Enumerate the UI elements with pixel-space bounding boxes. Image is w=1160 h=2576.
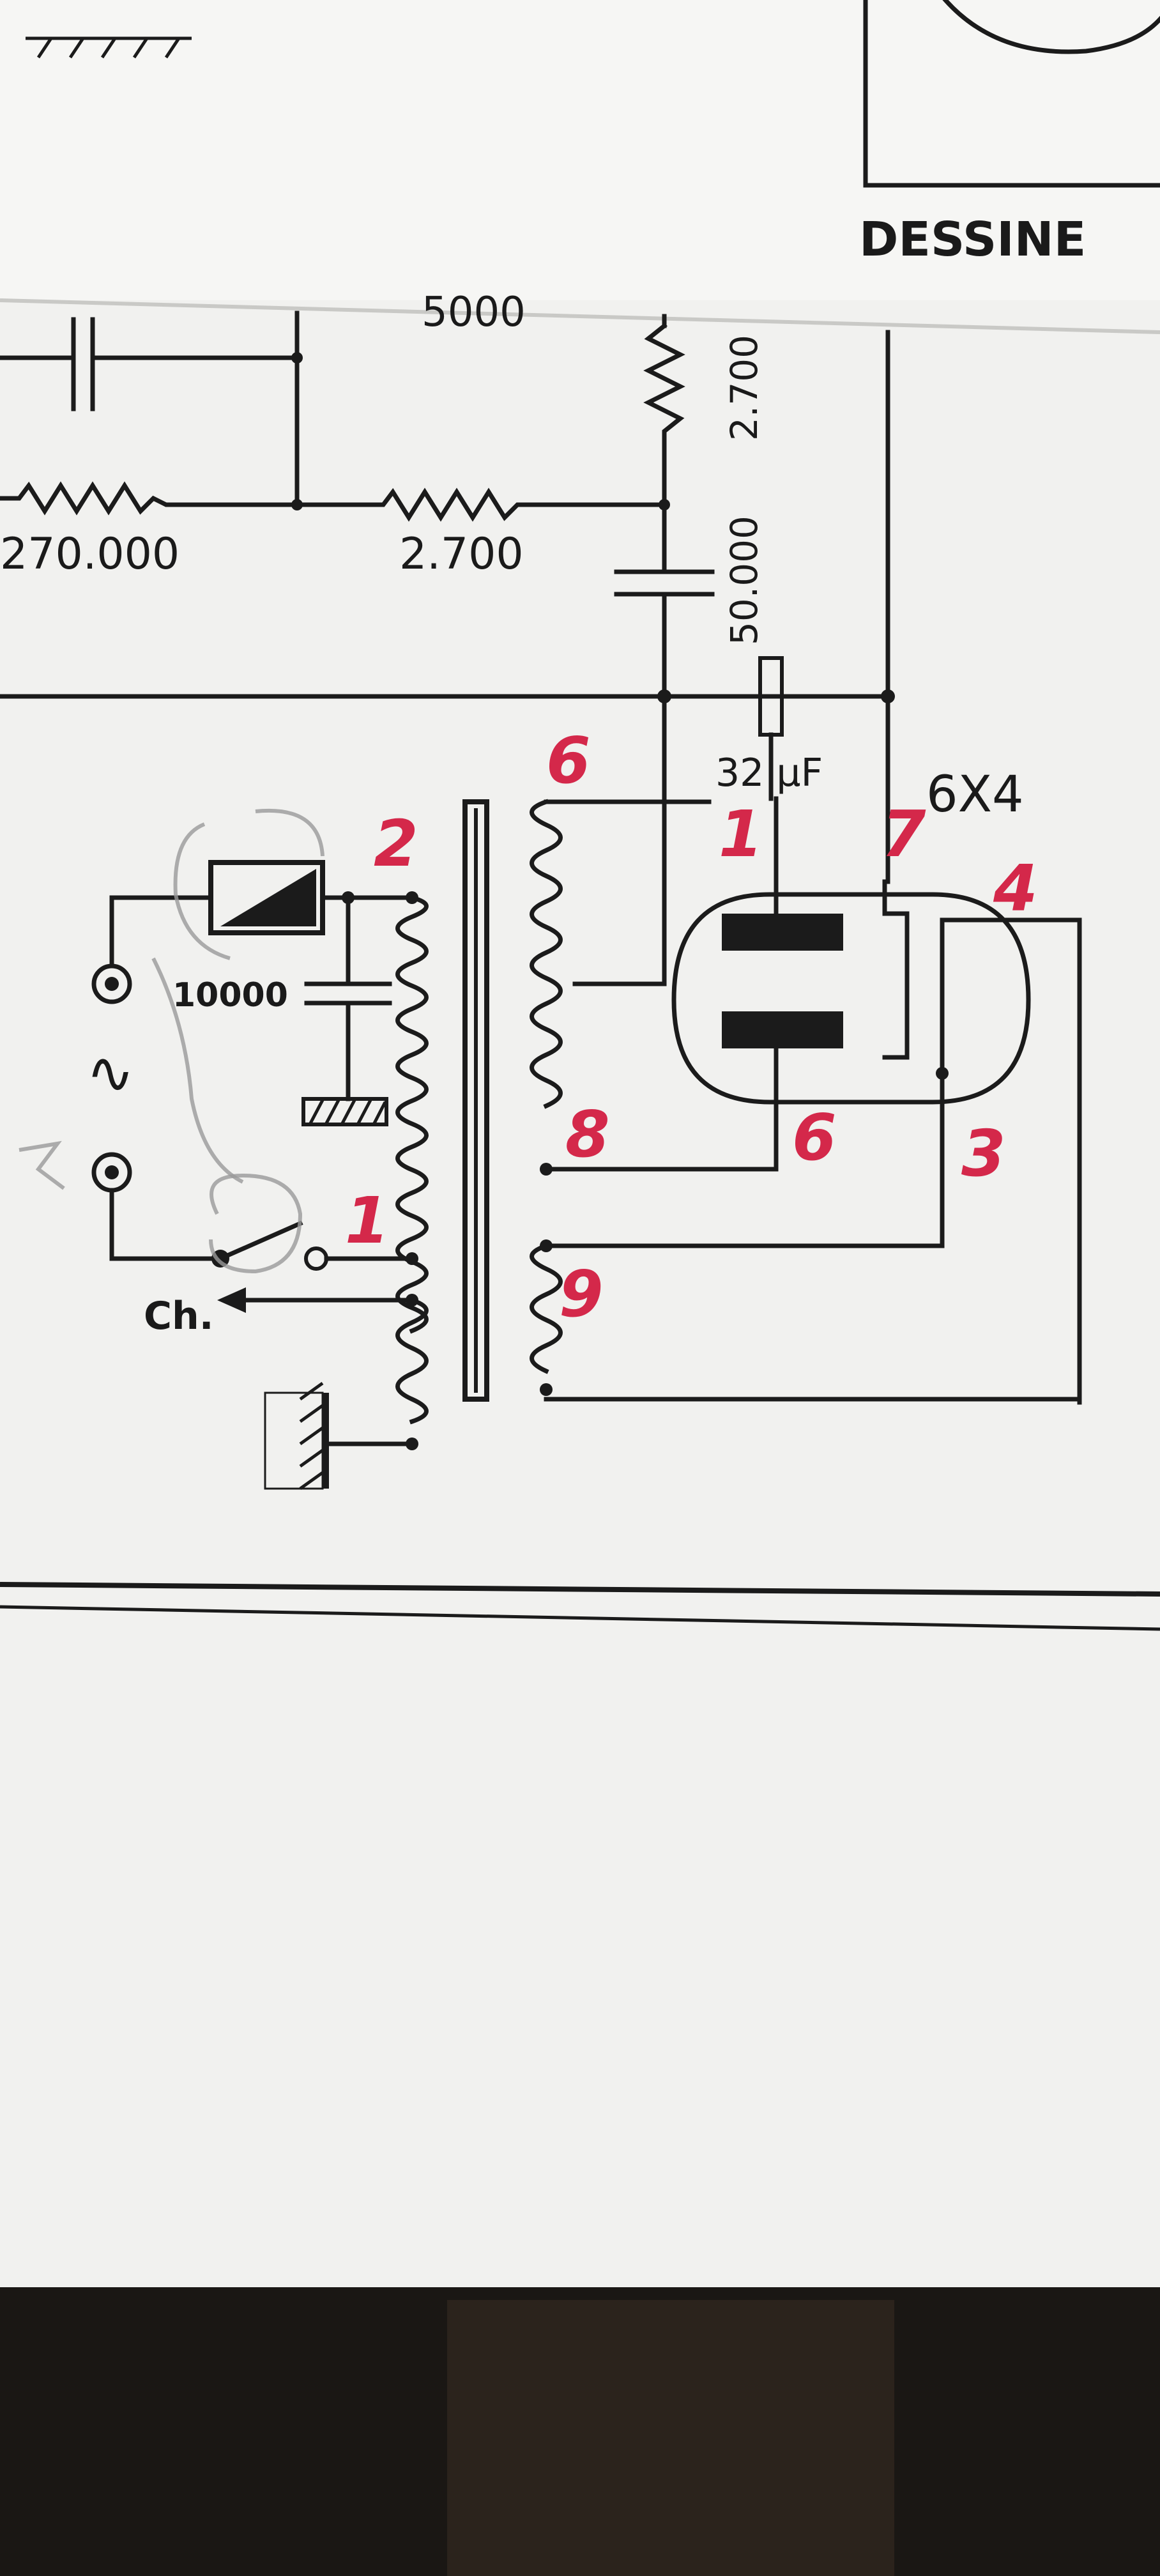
switch-label: Ch. <box>144 1294 214 1338</box>
capacitor-2-label: 10000 <box>172 976 288 1015</box>
resistor-1-label: 270.000 <box>0 529 179 579</box>
tube-6x4: 6X4 <box>671 766 1082 1405</box>
primary-circuit: 10000 ∿ Ch. <box>86 860 415 1491</box>
tube-anode-1 <box>722 914 843 951</box>
pin-label-7: 7 <box>881 797 926 871</box>
capacitor-1-label: 50.000 <box>722 516 766 645</box>
transformer-core <box>462 799 489 1402</box>
ac-symbol: ∿ <box>86 1039 134 1107</box>
circle-fragment <box>942 0 1160 54</box>
frame-bottom <box>0 1582 1160 1631</box>
ground-symbol-1 <box>301 1097 388 1126</box>
paper-background <box>0 0 1160 2287</box>
pin-label-6-hv: 6 <box>546 723 591 798</box>
electrolytic-label: 32 μF <box>715 751 823 795</box>
pencil-marks <box>19 808 324 1274</box>
resistor-1 <box>0 481 300 516</box>
switch-lever <box>217 1220 303 1262</box>
pin-label-8: 8 <box>565 1097 610 1172</box>
resistor-2-label: 2.700 <box>399 529 524 579</box>
top-sheet: DESSINE <box>0 0 1160 334</box>
pin-label-1-anode: 1 <box>719 797 763 871</box>
pin-label-6-anode: 6 <box>792 1100 837 1175</box>
pin-label-2: 2 <box>374 806 418 881</box>
desk-highlight <box>447 2300 894 2576</box>
primary-lower-coil <box>395 1297 429 1425</box>
tube-label: 6X4 <box>926 766 1024 824</box>
sheet-caption: DESSINE <box>859 212 1086 267</box>
ground-symbol-top <box>26 36 192 59</box>
resistor-2 <box>294 487 667 522</box>
pin-label-1-left: 1 <box>345 1183 390 1258</box>
heater-coil <box>530 1243 563 1374</box>
resistor-top-label: 5000 <box>422 289 526 336</box>
tube-anode-2 <box>722 1011 843 1048</box>
resistor-3 <box>643 323 685 507</box>
upper-network: 270.000 2.700 5000 2.700 50.000 32 μF <box>0 289 895 884</box>
tube-cathode <box>882 879 910 1060</box>
handwritten-labels: 2 1 6 8 9 1 6 7 4 3 <box>345 723 1038 1331</box>
ground-symbol-2 <box>264 1381 329 1491</box>
transformer <box>395 694 1082 1450</box>
rectifier-diode-fill <box>220 869 316 926</box>
secondary-hv-coil <box>530 799 563 1109</box>
pin-label-3: 3 <box>961 1116 1006 1191</box>
pin-label-4: 4 <box>993 851 1038 926</box>
tube-envelope <box>671 892 1031 1105</box>
pin-label-9: 9 <box>559 1257 604 1331</box>
resistor-3-label: 2.700 <box>722 335 766 441</box>
